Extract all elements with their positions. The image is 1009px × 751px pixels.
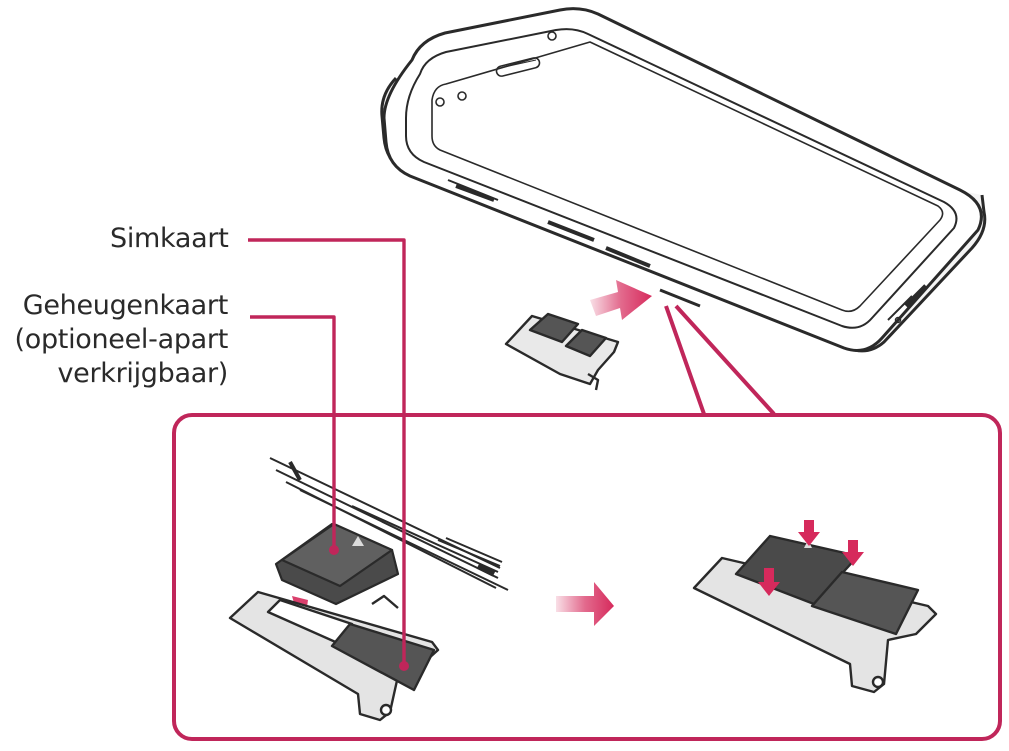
magnified-panel xyxy=(172,413,1002,741)
memory-card-label-line2: (optioneel-apart xyxy=(14,324,229,355)
memory-card xyxy=(274,522,400,606)
sim-tray-right xyxy=(692,534,938,694)
leader-lines xyxy=(248,238,409,671)
sim-tray-left xyxy=(228,590,440,722)
memory-card-label: Geheugenkaart (optioneel-apart verkrijgb… xyxy=(6,289,229,391)
transition-arrow xyxy=(556,582,614,626)
memory-card-label-line3: verkrijgbaar) xyxy=(57,358,228,389)
zoom-callout xyxy=(664,304,776,416)
phone-slot-edge xyxy=(269,457,509,591)
phone xyxy=(380,7,987,353)
insert-arrow-top xyxy=(590,280,652,320)
sim-card-label: Simkaart xyxy=(110,223,229,254)
small-sim-tray xyxy=(504,312,620,391)
press-arrows xyxy=(758,520,864,596)
memory-card-label-line1: Geheugenkaart xyxy=(22,290,229,321)
